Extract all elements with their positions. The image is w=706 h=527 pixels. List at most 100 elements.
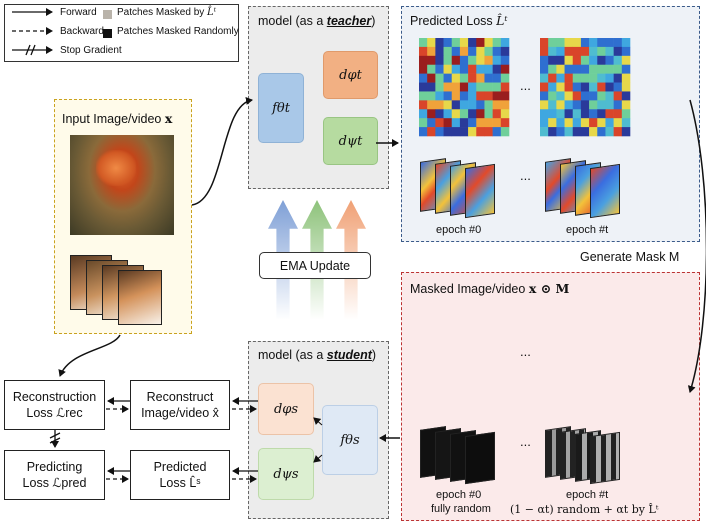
heatmap-epocht-patch — [589, 38, 598, 48]
heatmap-epoch0-patch — [500, 109, 510, 119]
predicted-loss-epoch0-label: epoch #0 — [436, 224, 482, 236]
student-decoder-phi: dφs — [258, 383, 314, 435]
heatmap-epocht-patch — [621, 46, 631, 57]
heatmap-epoch0-patch — [435, 82, 444, 92]
heatmap-epoch0-patch — [459, 109, 469, 119]
heatmap-epocht-patch — [556, 100, 565, 110]
heatmap-epoch0-patch — [476, 46, 485, 57]
heatmap-epoch0-patch — [468, 109, 477, 119]
heatmap-epoch0-patch — [484, 118, 493, 128]
heatmap-epocht-patch — [589, 73, 598, 83]
heatmap-epoch0-patch — [492, 109, 502, 119]
heatmap-epoch0-patch — [468, 91, 477, 101]
heatmap-epoch0-patch — [468, 46, 477, 57]
heatmap-epoch0-patch — [500, 38, 510, 48]
masked-epoch0-sub: fully random — [431, 503, 491, 515]
heatmap-epocht-patch — [597, 127, 606, 137]
predicted-loss-ellipsis-top: ... — [520, 78, 531, 93]
heatmap-epoch0-patch — [468, 38, 477, 48]
heatmap-epocht-patch — [548, 73, 557, 83]
reconstruct-image-line1: Reconstruct — [146, 390, 214, 404]
heatmap-epoch0-patch — [468, 100, 477, 110]
heatmap-epocht-patch — [589, 127, 598, 137]
heatmap-epoch0-patch — [500, 118, 510, 128]
heatmap-epocht-patch — [605, 100, 614, 110]
heatmap-epocht-patch — [605, 118, 614, 128]
teacher-title-suffix: ) — [371, 14, 376, 28]
heatmap-epocht-patch — [556, 118, 565, 128]
heatmap-epoch0-patch — [468, 82, 477, 92]
student-title: model (as a student) — [258, 348, 376, 362]
teacher-decoder-psi: dψt — [323, 117, 378, 165]
heatmap-epocht-patch — [540, 127, 549, 137]
input-fox-face — [96, 150, 136, 186]
heatmap-epoch0-patch — [419, 38, 428, 48]
heatmap-epoch0-patch — [435, 55, 444, 66]
heatmap-epoch0-patch — [459, 64, 469, 74]
predicted-loss-title-text: Predicted Loss — [410, 14, 493, 28]
heatmap-epocht-patch — [548, 55, 557, 66]
heatmap-epocht-patch — [613, 91, 623, 101]
legend-masked-by-loss-symbol: L̂ᵗ — [207, 7, 217, 18]
input-symbol: x — [164, 111, 173, 126]
heatmap-epocht-patch — [540, 73, 549, 83]
reconstruction-loss-line1: Reconstruction — [12, 390, 97, 404]
masked-ellipsis-bottom: ... — [520, 434, 531, 449]
reconstruction-loss-line2: Loss ℒrec — [26, 406, 83, 420]
heatmap-epoch0-patch — [484, 55, 493, 66]
heatmap-epocht-patch — [621, 55, 631, 66]
heatmap-epoch0-patch — [427, 46, 436, 57]
heatmap-epoch0-patch — [476, 100, 485, 110]
input-title-text: Input Image/video — [62, 112, 162, 126]
heatmap-epocht-patch — [572, 109, 582, 119]
heatmap-epoch0-patch — [459, 127, 469, 137]
masked-symbol: x ⊙ M — [528, 281, 570, 296]
heatmap-epoch0-patch — [484, 91, 493, 101]
heatmap-epocht-patch — [564, 100, 574, 110]
heatmap-epocht-patch — [540, 118, 549, 128]
heatmap-epoch0-patch — [459, 118, 469, 128]
heatmap-epocht-patch — [621, 73, 631, 83]
student-title-suffix: ) — [371, 348, 377, 362]
heatmap-epoch0-patch — [427, 118, 436, 128]
masked-panel — [401, 272, 700, 521]
masked-title-text: Masked Image/video — [410, 282, 526, 296]
heatmap-epoch0-patch — [500, 55, 510, 66]
teacher-title-prefix: model (as a — [258, 14, 327, 28]
heatmap-epocht-patch — [580, 82, 590, 92]
heatmap-epoch0-patch — [435, 64, 444, 74]
heatmap-epoch0-patch — [419, 64, 428, 74]
student-title-prefix: model (as a — [258, 348, 327, 362]
heatmap-epocht-patch — [597, 118, 606, 128]
legend — [4, 4, 239, 62]
heatmap-epocht-patch — [580, 118, 590, 128]
heatmap-epocht-patch — [621, 64, 631, 74]
heatmap-epocht-patch — [580, 100, 590, 110]
heatmap-epoch0-patch — [459, 82, 469, 92]
heatmap-epocht-patch — [621, 38, 631, 48]
heatmap-epocht-patch — [572, 118, 582, 128]
heatmap-epocht-patch — [613, 73, 623, 83]
heatmap-epocht-patch — [589, 64, 598, 74]
heatmap-epocht-patch — [597, 38, 606, 48]
heatmap-epocht-patch — [605, 55, 614, 66]
heatmap-epoch0-patch — [427, 55, 436, 66]
heatmap-epoch0-patch — [492, 46, 502, 57]
heatmap-epoch0-patch — [476, 82, 485, 92]
heatmap-epocht-patch — [621, 100, 631, 110]
heatmap-epocht-patch — [605, 64, 614, 74]
heatmap-epocht-patch — [564, 64, 574, 74]
heatmap-epocht-patch — [597, 91, 606, 101]
heatmap-epoch0-patch — [419, 82, 428, 92]
heatmap-epoch0-patch — [427, 100, 436, 110]
heatmap-epocht-patch — [589, 55, 598, 66]
heatmap-epoch0-patch — [427, 82, 436, 92]
legend-stop-gradient-label: Stop Gradient — [60, 45, 122, 56]
predicted-loss-box-line1: Predicted — [153, 460, 207, 474]
heatmap-epoch0-patch — [476, 38, 485, 48]
heatmap-epocht-patch — [564, 46, 574, 57]
masked-epocht-label: epoch #t — [566, 489, 609, 501]
heatmap-epoch0-patch — [459, 46, 469, 57]
heatmap-epoch0-patch — [459, 91, 469, 101]
heatmap-epoch0-patch — [492, 73, 502, 83]
